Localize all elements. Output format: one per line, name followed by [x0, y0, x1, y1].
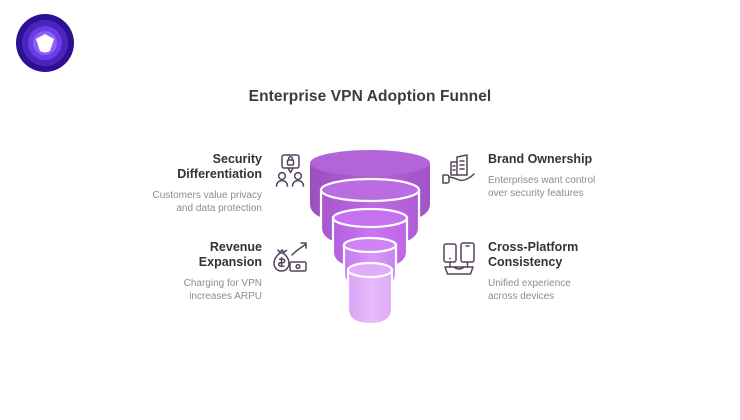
- page-title: Enterprise VPN Adoption Funnel: [248, 88, 492, 105]
- money-bag-growth-icon: [270, 241, 310, 279]
- feature-title: Security Differentiation: [177, 152, 262, 181]
- feature-text-block: Brand Ownership Enterprises want control…: [488, 152, 595, 200]
- feature-text-block: Revenue Expansion Charging for VPN incre…: [184, 240, 262, 303]
- funnel-icon: [310, 150, 430, 326]
- adoption-funnel-graphic: [296, 146, 444, 338]
- feature-description: Customers value privacy and data protect…: [152, 190, 262, 214]
- feature-title: Revenue Expansion: [198, 240, 262, 269]
- feature-cross-platform-consistency[interactable]: Cross-Platform Consistency Unified exper…: [440, 240, 620, 303]
- vpn-shield-logo-icon: [16, 14, 74, 72]
- multi-device-icon: [440, 241, 480, 279]
- feature-text-block: Security Differentiation Customers value…: [153, 152, 262, 215]
- funnel-tier-5: [346, 261, 394, 326]
- feature-title: Brand Ownership: [488, 152, 593, 166]
- brand-logo: [14, 12, 76, 74]
- hand-holding-building-icon: [440, 153, 480, 191]
- feature-description: Unified experience across devices: [488, 278, 571, 302]
- feature-brand-ownership[interactable]: Brand Ownership Enterprises want control…: [440, 152, 620, 200]
- people-lock-icon: [270, 153, 310, 191]
- feature-security-differentiation[interactable]: Security Differentiation Customers value…: [148, 152, 310, 215]
- feature-text-block: Cross-Platform Consistency Unified exper…: [488, 240, 578, 303]
- feature-description: Enterprises want control over security f…: [488, 175, 596, 199]
- feature-title: Cross-Platform Consistency: [488, 240, 579, 269]
- feature-description: Charging for VPN increases ARPU: [183, 278, 262, 302]
- feature-revenue-expansion[interactable]: Revenue Expansion Charging for VPN incre…: [168, 240, 310, 303]
